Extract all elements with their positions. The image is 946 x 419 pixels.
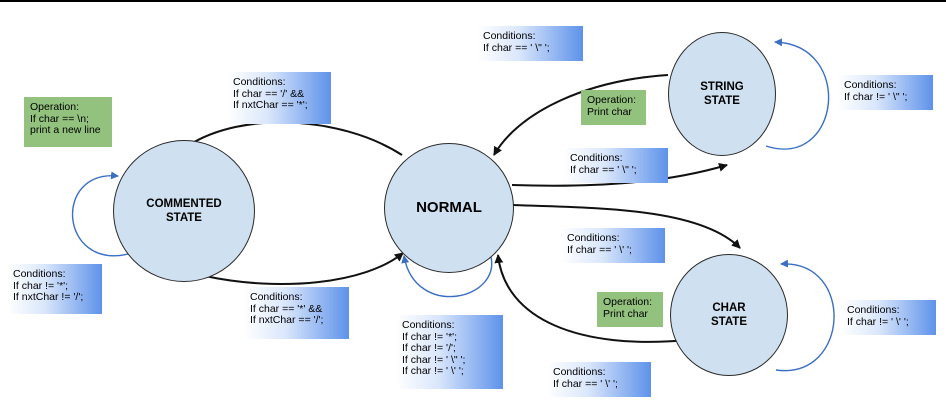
conditions-box-normal-to-char: Conditions: If char == ' \' '; [561, 228, 665, 263]
state-commented-label: COMMENTED STATE [146, 198, 222, 224]
conditions-box-commented-to-normal: Conditions: If char == '*' && If nxtChar… [244, 287, 349, 339]
conditions-box-stay-commented: Conditions: If char != '*'; If nxtChar !… [7, 264, 102, 314]
top-border [0, 0, 946, 2]
conditions-box-stay-string: Conditions: If char != ' \" '; [838, 75, 933, 110]
conditions-box-stay-normal: Conditions: If char != '*'; If char != '… [396, 315, 503, 389]
operation-box-char: Operation: Print char [597, 292, 663, 327]
state-char: CHAR STATE [670, 254, 788, 376]
conditions-box-normal-to-string: Conditions: If char == ' \" '; [564, 148, 668, 183]
conditions-box-stay-char: Conditions: If char != ' \' '; [841, 300, 936, 335]
conditions-box-string-to-normal: Conditions: If char == ' \" '; [477, 26, 583, 61]
conditions-box-char-to-normal: Conditions: If char == ' \' '; [547, 362, 651, 397]
state-string-label: STRING STATE [700, 81, 744, 107]
edge-normal-to-char [511, 204, 741, 249]
state-normal-label: NORMAL [416, 199, 482, 216]
edge-char-to-normal [494, 254, 689, 343]
self-loop-string [765, 38, 830, 150]
edge-commented-to-normal [204, 252, 404, 286]
self-loop-commented [71, 171, 129, 257]
state-commented: COMMENTED STATE [113, 140, 255, 282]
operation-box-string: Operation: Print char [581, 90, 646, 125]
state-string: STRING STATE [668, 32, 776, 156]
conditions-box-to-commented: Conditions: If char == '/' && If nxtChar… [227, 72, 331, 124]
edge-string-to-normal [493, 74, 669, 156]
state-normal: NORMAL [384, 143, 514, 273]
state-char-label: CHAR STATE [711, 302, 747, 328]
self-loop-char [775, 259, 835, 372]
operation-box-commented: Operation: If char == \n; print a new li… [24, 97, 112, 147]
self-loop-normal [401, 252, 493, 298]
